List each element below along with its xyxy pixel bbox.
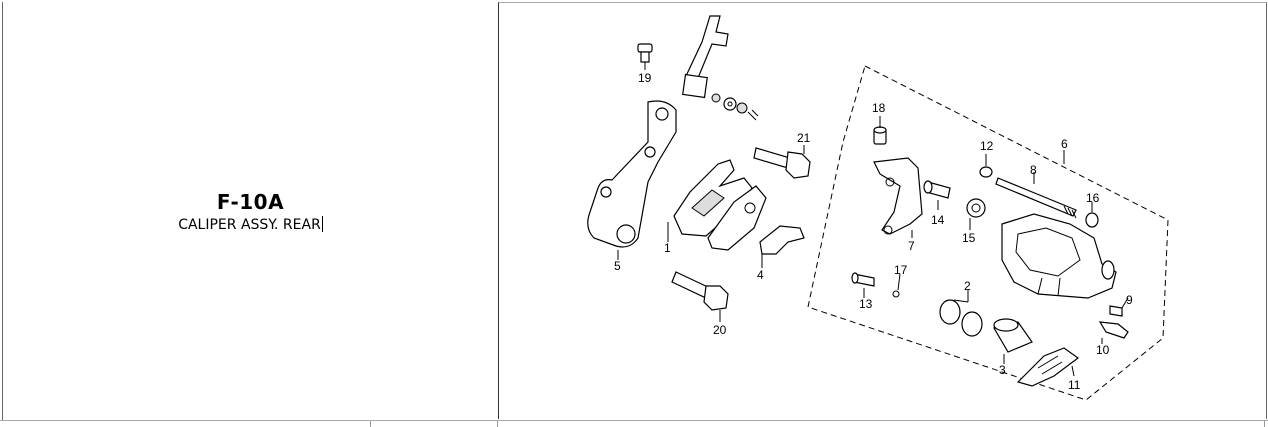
part-12-washer bbox=[979, 154, 993, 178]
callout-8: 8 bbox=[1030, 163, 1037, 177]
part-code: F-10A bbox=[216, 190, 285, 214]
part-7-caliper-bracket bbox=[873, 157, 923, 238]
callout-17: 17 bbox=[894, 263, 908, 277]
part-3-piston bbox=[993, 318, 1033, 364]
exploded-parts-diagram: 19 5 1 4 21 20 18 7 14 15 12 8 6 16 9 10… bbox=[587, 15, 1169, 401]
fork-nuts bbox=[711, 93, 759, 121]
callout-10: 10 bbox=[1096, 343, 1110, 357]
part-18-pin bbox=[873, 116, 887, 145]
bottom-divider bbox=[497, 421, 498, 427]
part-11-pad-plate bbox=[1016, 347, 1080, 387]
text-cursor bbox=[321, 216, 323, 232]
part-19-bolt bbox=[637, 43, 653, 70]
part-1-brake-pads bbox=[667, 159, 767, 251]
part-14-pin bbox=[923, 180, 951, 210]
part-9-bleeder bbox=[1109, 297, 1129, 317]
callout-1: 1 bbox=[664, 241, 671, 255]
callout-5: 5 bbox=[614, 259, 621, 273]
part-21-bolt bbox=[753, 145, 811, 179]
title-block: F-10A CALIPER ASSY. REAR bbox=[3, 190, 498, 233]
part-5-bracket bbox=[587, 100, 677, 260]
part-2-piston-seals bbox=[939, 290, 983, 337]
callout-16: 16 bbox=[1086, 191, 1100, 205]
callout-6: 6 bbox=[1061, 137, 1068, 151]
callout-20: 20 bbox=[713, 323, 727, 337]
callout-4: 4 bbox=[757, 268, 764, 282]
part-17-clip bbox=[892, 273, 901, 298]
part-10-bleeder-cap bbox=[1098, 321, 1129, 344]
callout-2: 2 bbox=[964, 279, 971, 293]
callout-12: 12 bbox=[980, 139, 994, 153]
fork-leg bbox=[682, 15, 729, 99]
callout-19: 19 bbox=[638, 71, 652, 85]
part-15-seal bbox=[966, 198, 986, 230]
part-16-cap bbox=[1085, 202, 1099, 228]
bottom-divider bbox=[1264, 421, 1265, 427]
callout-18: 18 bbox=[872, 101, 886, 115]
callout-3: 3 bbox=[999, 363, 1006, 377]
bottom-divider bbox=[370, 421, 371, 427]
caliper-body bbox=[1001, 213, 1117, 299]
part-13-pin bbox=[851, 272, 875, 298]
part-description-line[interactable]: CALIPER ASSY. REAR bbox=[3, 216, 498, 233]
diagram-panel bbox=[498, 2, 1267, 419]
callout-21: 21 bbox=[797, 131, 811, 145]
title-panel: F-10A CALIPER ASSY. REAR bbox=[2, 2, 498, 422]
callout-7: 7 bbox=[908, 239, 915, 253]
part-20-bolt bbox=[671, 271, 729, 322]
part-4-pad-spring bbox=[759, 225, 805, 268]
part-description: CALIPER ASSY. REAR bbox=[178, 217, 321, 233]
bottom-bar bbox=[0, 420, 1268, 427]
callout-15: 15 bbox=[962, 231, 976, 245]
callout-14: 14 bbox=[931, 213, 945, 227]
callout-9: 9 bbox=[1126, 293, 1133, 307]
callout-13: 13 bbox=[859, 297, 873, 311]
part-8-pad-pin bbox=[995, 172, 1077, 219]
callout-11: 11 bbox=[1068, 378, 1081, 392]
caliper-assembly-boundary bbox=[807, 65, 1169, 401]
